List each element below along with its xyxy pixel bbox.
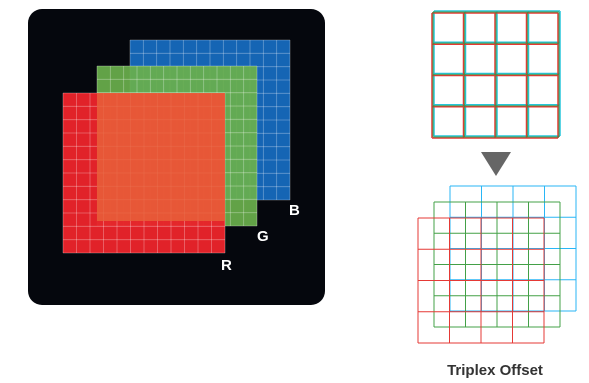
offset-pixel-grids bbox=[418, 186, 576, 343]
down-arrow-icon bbox=[481, 152, 511, 176]
triplex-offset-caption: Triplex Offset bbox=[415, 362, 575, 379]
rgb-layer-stack: B G R bbox=[63, 40, 300, 274]
green-layer-label: G bbox=[257, 228, 269, 245]
red-layer-label: R bbox=[221, 257, 232, 274]
aligned-pixel-grid bbox=[432, 11, 560, 138]
blue-layer-label: B bbox=[289, 202, 300, 219]
overlap-area bbox=[97, 93, 225, 221]
